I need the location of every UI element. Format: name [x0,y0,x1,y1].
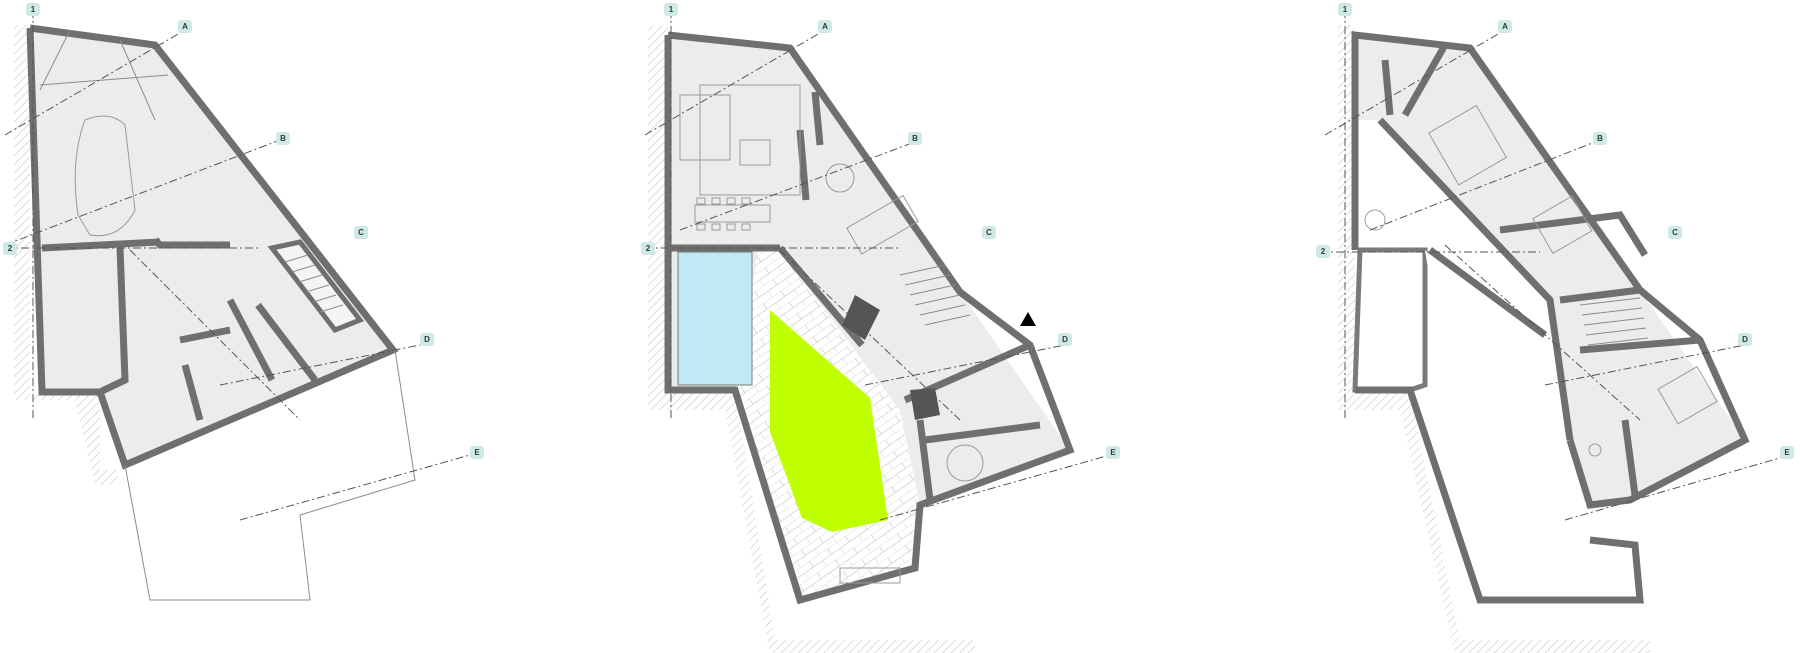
plan-bedroom-level [1320,10,1791,653]
terrace-outline [1425,250,1640,600]
coffee-table [739,139,771,166]
interior-wall [1499,211,1648,257]
dining-table [694,204,771,223]
grid-label: C [358,228,364,237]
rug [699,84,801,196]
grid-bubble-B: B [276,132,290,145]
grid-label: B [280,134,286,143]
plan-garage-level [4,10,471,601]
grid-bubble-1: 1 [664,3,678,16]
interior-wall [179,326,231,344]
bed [1532,195,1593,255]
bath-fixture [1588,443,1602,457]
pool [677,251,753,386]
grid-bubble-E: E [1106,446,1120,459]
plan-living-level [644,10,1111,653]
earth-hatch [14,25,118,485]
stair-treads [1579,297,1649,346]
grid-bubble-A: A [818,20,832,33]
round-table [825,163,855,193]
interior-wall [1381,59,1394,116]
grid-labels: 1 2 A B C D E 1 2 A B C D E 1 2 A B C D … [3,3,1794,459]
kitchen-island [846,194,919,255]
grid-bubble-2: 2 [641,242,655,255]
interior-wall [1427,247,1548,338]
grid-label: B [1597,134,1603,143]
car-outline [74,115,136,237]
interior-wall [916,419,934,501]
grid-bubble-C: C [1668,226,1682,239]
outdoor-table [839,567,901,584]
interior-wall [226,298,276,382]
grid-label: 2 [646,244,651,253]
grid-label: 1 [669,5,674,14]
exterior-outline [124,349,416,601]
grid-bubble-1: 1 [26,3,40,16]
interior-wall [1401,43,1449,117]
bed [1657,365,1718,425]
grid-label: E [474,448,480,457]
interior-wall [1579,336,1701,354]
interior-wall [924,421,1041,444]
grid-bubble-E: E [1780,446,1794,459]
grid-bubble-2: 2 [1316,245,1330,258]
grid-bubble-D: D [1738,333,1752,346]
interior-wall [98,247,129,396]
grid-label: 1 [31,5,36,14]
grid-bubble-D: D [1058,333,1072,346]
garden [770,310,888,532]
stair [267,239,364,334]
outer-wall [664,31,1075,605]
interior-wall [152,237,230,249]
grid-label: C [986,228,992,237]
sofa [679,94,731,161]
grid-bubble-A: A [178,20,192,33]
interior-wall [1621,419,1639,496]
entry-arrow [1020,312,1036,326]
grid-label: A [182,22,188,31]
bath-fixture [1364,209,1386,231]
grid-label: E [1784,448,1790,457]
grid-bubble-B: B [908,132,922,145]
grid-bubble-D: D [420,333,434,346]
grid-label: A [1502,22,1508,31]
grid-label: D [1742,335,1748,344]
grid-bubble-2: 2 [3,242,17,255]
grid-label: A [822,22,828,31]
grid-label: 1 [1343,5,1348,14]
stair-core [910,388,940,420]
grid-label: 2 [1321,247,1326,256]
grid-bubble-1: 1 [1338,3,1352,16]
round-table [946,444,984,482]
terrace-wall [1355,386,1644,604]
stair-treads [284,254,344,313]
grid-bubble-B: B [1593,132,1607,145]
grid-label: 2 [8,244,13,253]
interior-wall [181,364,204,421]
interior-wall [1559,286,1641,304]
grid-bubble-C: C [354,226,368,239]
grid-label: C [1672,228,1678,237]
interior-wall [811,91,824,146]
bed [1428,104,1508,186]
grid-bubble-A: A [1498,20,1512,33]
grid-label: E [1110,448,1116,457]
corridor-wall [1377,117,1574,441]
stair-core [842,295,880,340]
stair-treads [899,264,971,326]
grid-label: D [1062,335,1068,344]
grid-label: D [424,335,430,344]
grid-bubble-C: C [982,226,996,239]
grid-bubble-E: E [470,446,484,459]
open-terrace [1352,247,1428,393]
interior-wall [796,129,810,201]
bedroom-slab [1355,35,1745,505]
grid-label: B [912,134,918,143]
interior-wall [41,238,161,252]
dining-chairs [696,197,751,231]
